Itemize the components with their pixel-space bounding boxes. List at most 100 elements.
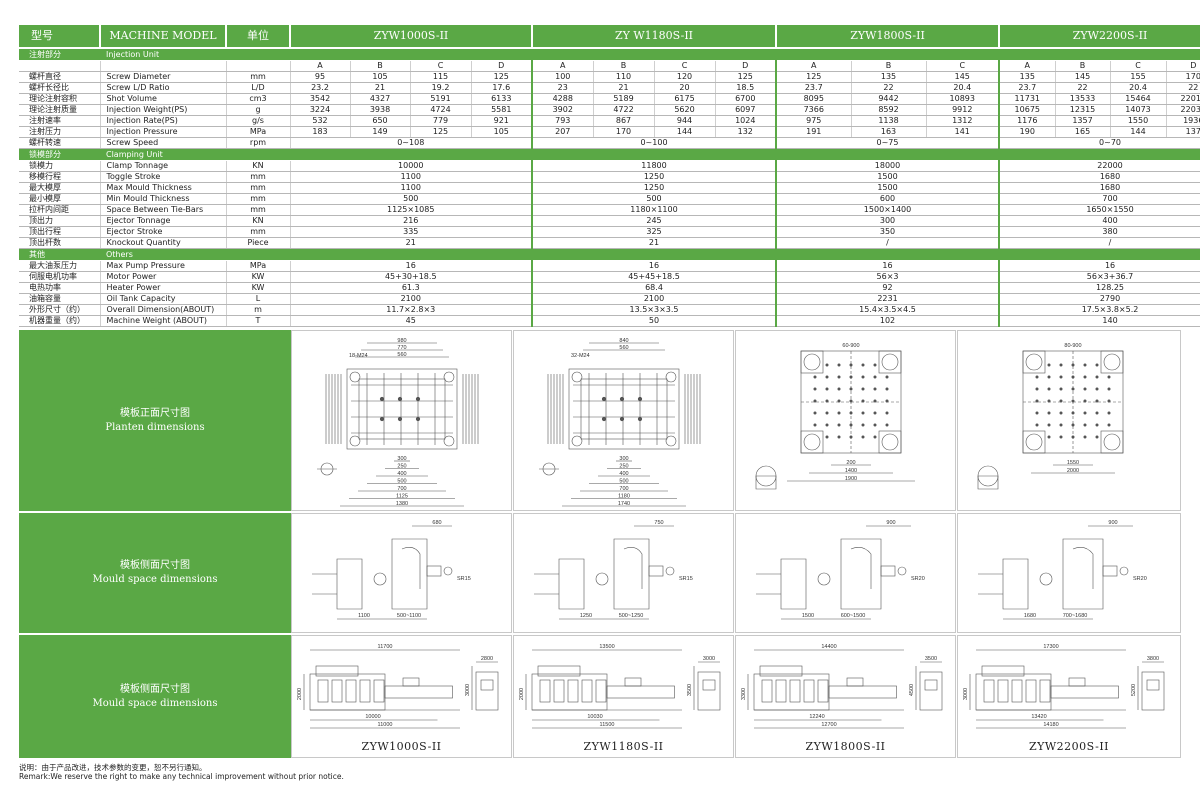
param-value: 22017 — [1166, 93, 1200, 105]
param-unit: Piece — [226, 237, 291, 249]
param-value: 20.4 — [926, 82, 1001, 94]
param-value: B — [350, 60, 411, 72]
param-value: 14073 — [1110, 104, 1167, 116]
param-name-cn: 最大模厚 — [19, 182, 101, 194]
param-value: 18.5 — [715, 82, 777, 94]
param-unit: mm — [226, 226, 291, 238]
height-label: 2000 — [519, 688, 525, 700]
param-value: 1180×1100 — [532, 204, 777, 216]
header-model-en: MACHINE MODEL — [100, 25, 227, 47]
param-value: 120 — [654, 71, 716, 83]
param-value: 68.4 — [532, 282, 777, 294]
dimension-label: 10000 — [365, 714, 380, 720]
param-value: 23.2 — [290, 82, 351, 94]
param-value: 1312 — [926, 115, 1001, 127]
param-value: 650 — [350, 115, 411, 127]
param-value: 155 — [1110, 71, 1167, 83]
param-value: 1680 — [999, 182, 1200, 194]
drawing-label-cn: 模板侧面尺寸图 — [120, 560, 190, 571]
param-name-en: Machine Weight (ABOUT) — [100, 315, 227, 327]
param-value: 10893 — [926, 93, 1001, 105]
drawing-label-cn: 模板侧面尺寸图 — [120, 683, 190, 695]
param-value: B — [593, 60, 655, 72]
param-name-en: Injection Weight(PS) — [100, 104, 227, 116]
param-value: 11.7×2.8×3 — [290, 304, 533, 316]
param-unit: m — [226, 304, 291, 316]
param-value: 12315 — [1055, 104, 1111, 116]
hole-note: 32-M24 — [571, 353, 590, 359]
dimension-label: 2800 — [481, 656, 493, 662]
param-name-en: Screw Speed — [100, 137, 227, 149]
header-model-name: ZYW2200S-II — [999, 25, 1200, 47]
dimension-label: 1680 — [1024, 613, 1036, 619]
param-value: 135 — [851, 71, 927, 83]
param-unit: MPa — [226, 126, 291, 138]
dimension-label: 80-900 — [1064, 343, 1081, 349]
param-unit: KN — [226, 215, 291, 227]
param-value: 16 — [290, 260, 533, 272]
param-value: 16 — [999, 260, 1200, 272]
param-value: 191 — [776, 126, 852, 138]
nozzle-label: SR20 — [1133, 576, 1147, 582]
param-value: 19.2 — [410, 82, 472, 94]
section-title-cn: 锁模部分 — [19, 148, 100, 161]
drawing-model-name: ZYW1000S-II — [361, 740, 442, 753]
param-name-cn — [19, 60, 101, 72]
param-value: 4288 — [532, 93, 594, 105]
param-value: 22 — [1055, 82, 1111, 94]
param-value: B — [1055, 60, 1111, 72]
param-name-en: Screw Diameter — [100, 71, 227, 83]
param-unit — [226, 60, 291, 72]
param-value: 20 — [654, 82, 716, 94]
param-value: / — [776, 237, 1001, 249]
param-value: 1250 — [532, 171, 777, 183]
param-value: 15464 — [1110, 93, 1167, 105]
param-value: 335 — [290, 226, 533, 238]
dimension-label: 560 — [619, 345, 628, 351]
param-value: 50 — [532, 315, 777, 327]
param-name-cn: 注射速率 — [19, 115, 101, 127]
dimension-label: 1100 — [358, 613, 370, 619]
param-value: 0~108 — [290, 137, 533, 149]
param-value: 245 — [532, 215, 777, 227]
param-value: 45+45+18.5 — [532, 271, 777, 283]
height-label: 2000 — [297, 688, 303, 700]
param-value: C — [410, 60, 472, 72]
param-name-en: Motor Power — [100, 271, 227, 283]
param-name-cn: 拉杆内间距 — [19, 204, 101, 216]
param-value: 21 — [290, 237, 533, 249]
param-value: 11800 — [532, 160, 777, 172]
param-unit: rpm — [226, 137, 291, 149]
param-value: 3224 — [290, 104, 351, 116]
dimension-label: 12240 — [809, 714, 824, 720]
param-value: 165 — [1055, 126, 1111, 138]
drawing-label-en: Planten dimensions — [105, 421, 205, 433]
param-value: 779 — [410, 115, 472, 127]
param-unit: T — [226, 315, 291, 327]
dimension-label: 10030 — [587, 714, 602, 720]
param-value: 793 — [532, 115, 594, 127]
dimension-label: 900 — [886, 520, 895, 526]
param-value: 1936 — [1166, 115, 1200, 127]
param-value: 7366 — [776, 104, 852, 116]
drawing-label-cn: 模板正面尺寸图 — [120, 407, 190, 419]
param-unit: mm — [226, 71, 291, 83]
param-value: 100 — [532, 71, 594, 83]
param-value: 975 — [776, 115, 852, 127]
param-value: 5191 — [410, 93, 472, 105]
header-model-name: ZYW1000S-II — [290, 25, 533, 47]
dimension-label: 17300 — [1043, 644, 1058, 650]
param-name-cn: 注射压力 — [19, 126, 101, 138]
